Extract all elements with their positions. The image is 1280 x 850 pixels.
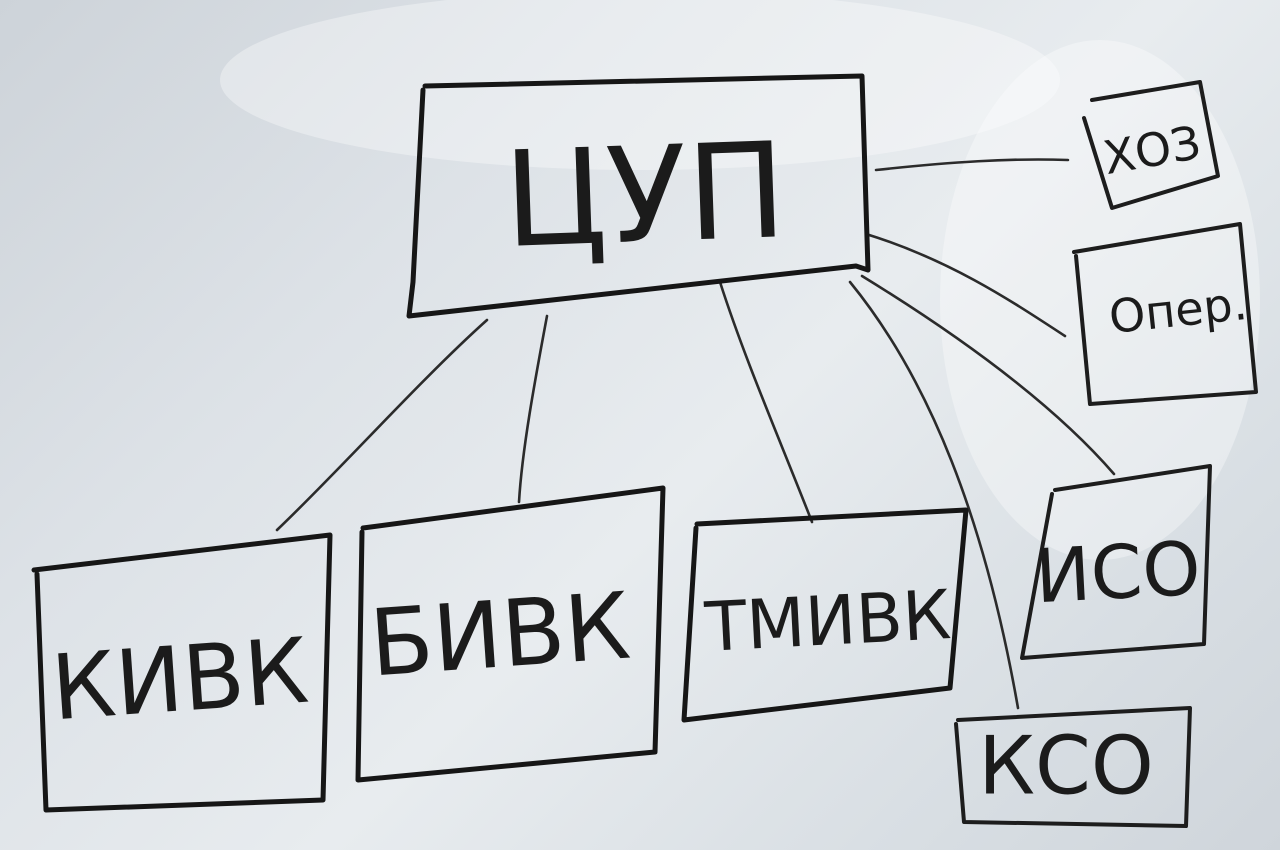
node-kso: КСО [954,706,1192,828]
edge-root-tmivk [718,280,814,524]
node-tmivk-label: ТМИВК [702,576,953,668]
node-iso-label: ИСО [1033,526,1203,621]
edge-root-kivk [275,318,489,532]
edge-root-kso [848,280,1020,710]
board-glare [940,40,1260,560]
edge-root-iso [860,274,1116,476]
node-tmivk: ТМИВК [681,507,969,723]
edge-root-oper [864,232,1067,338]
edges [275,158,1116,710]
node-kso-label: КСО [978,720,1154,813]
node-root: ЦУП [406,73,871,319]
node-oper-box [1072,222,1258,406]
board-glare [220,0,1060,170]
node-iso: ИСО [1020,464,1212,660]
node-root-label: ЦУП [501,114,788,278]
node-bivk-box [355,485,666,783]
node-tmivk-box [681,507,969,723]
edge-root-khoz [874,158,1070,172]
node-bivk: БИВК [355,485,666,783]
node-root-box [406,73,871,319]
edge-root-bivk [517,314,549,504]
node-kivk: КИВК [31,532,333,813]
node-khoz-box [1082,80,1220,210]
node-kso-box [954,706,1192,828]
node-kivk-box [31,532,333,813]
node-iso-box [1020,464,1212,660]
node-kivk-label: КИВК [48,619,312,742]
node-bivk-label: БИВК [366,573,633,698]
